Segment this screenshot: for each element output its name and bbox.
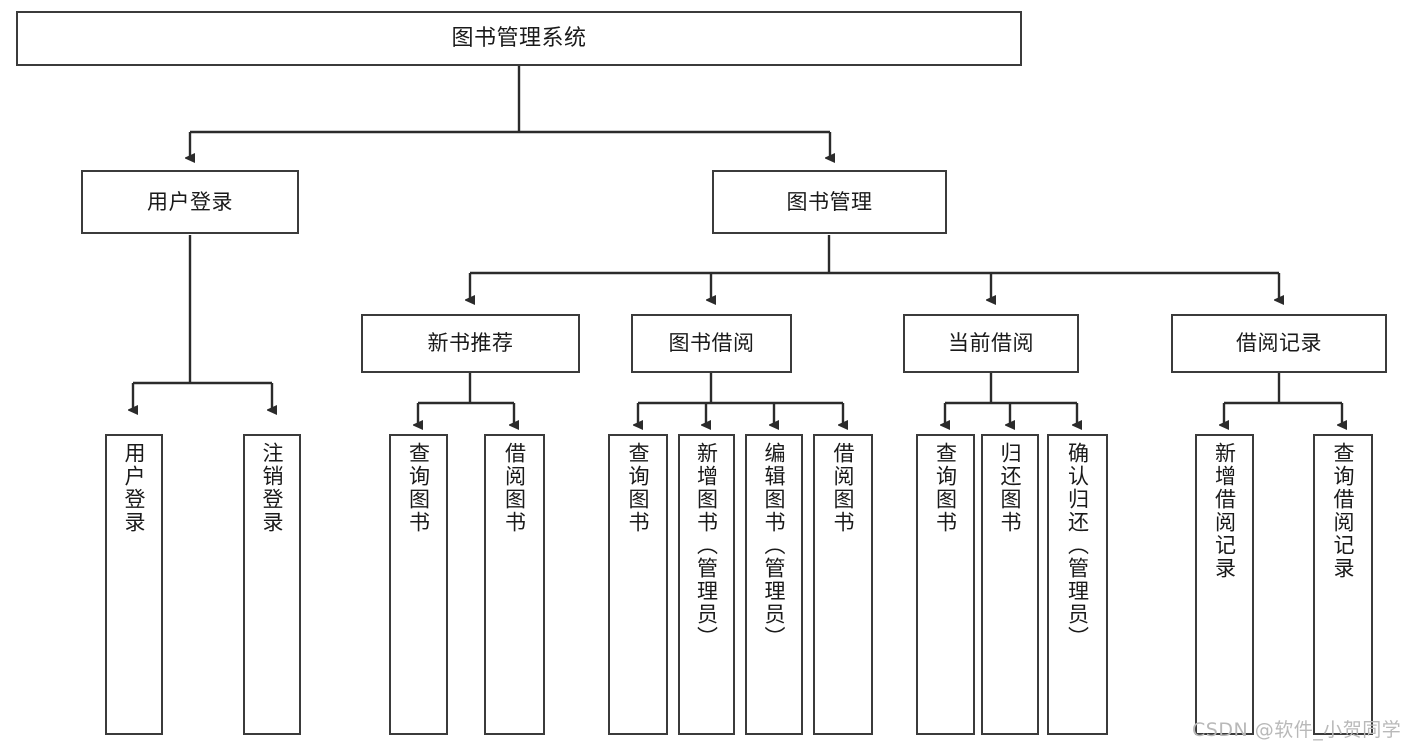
node-book-management-label: 图书管理 (786, 189, 873, 214)
node-book-management[interactable]: 图书管理 (712, 170, 947, 234)
leaf-book-borrow-borrow[interactable]: 借阅图书 (813, 434, 873, 735)
node-current-borrow-label: 当前借阅 (948, 331, 1034, 356)
leaf-current-borrow-return-label: 归还图书 (998, 442, 1023, 534)
leaf-book-borrow-edit-label: 编辑图书（管理员） (762, 442, 787, 649)
leaf-book-borrow-add[interactable]: 新增图书（管理员） (678, 434, 735, 735)
leaf-current-borrow-return[interactable]: 归还图书 (981, 434, 1039, 735)
node-user-login[interactable]: 用户登录 (81, 170, 299, 234)
leaf-borrow-record-query[interactable]: 查询借阅记录 (1313, 434, 1373, 735)
leaf-book-borrow-add-label: 新增图书（管理员） (694, 442, 719, 649)
node-user-login-label: 用户登录 (147, 189, 233, 214)
leaf-user-login-signin[interactable]: 用户登录 (105, 434, 163, 735)
leaf-current-borrow-query-label: 查询图书 (933, 442, 958, 534)
node-new-book-recommend[interactable]: 新书推荐 (361, 314, 580, 373)
leaf-user-login-signout[interactable]: 注销登录 (243, 434, 301, 735)
leaf-book-borrow-query[interactable]: 查询图书 (608, 434, 668, 735)
leaf-borrow-record-add[interactable]: 新增借阅记录 (1195, 434, 1254, 735)
node-borrow-record-label: 借阅记录 (1236, 331, 1322, 356)
leaf-borrow-record-add-label: 新增借阅记录 (1212, 442, 1237, 580)
node-new-book-recommend-label: 新书推荐 (427, 331, 514, 356)
leaf-current-borrow-confirm[interactable]: 确认归还（管理员） (1047, 434, 1108, 735)
leaf-book-borrow-query-label: 查询图书 (626, 442, 651, 534)
node-root-label: 图书管理系统 (451, 25, 587, 51)
leaf-borrow-record-query-label: 查询借阅记录 (1331, 442, 1356, 580)
leaf-user-login-signin-label: 用户登录 (122, 442, 147, 534)
leaf-book-borrow-edit[interactable]: 编辑图书（管理员） (745, 434, 803, 735)
leaf-current-borrow-query[interactable]: 查询图书 (916, 434, 975, 735)
leaf-new-book-borrow-label: 借阅图书 (502, 442, 527, 534)
leaf-user-login-signout-label: 注销登录 (260, 442, 285, 534)
leaf-book-borrow-borrow-label: 借阅图书 (831, 442, 856, 534)
node-current-borrow[interactable]: 当前借阅 (903, 314, 1079, 373)
leaf-new-book-borrow[interactable]: 借阅图书 (484, 434, 545, 735)
node-book-borrow[interactable]: 图书借阅 (631, 314, 792, 373)
node-borrow-record[interactable]: 借阅记录 (1171, 314, 1387, 373)
node-book-borrow-label: 图书借阅 (668, 331, 755, 356)
csdn-watermark: CSDN @软件_小贺同学 (1192, 719, 1402, 741)
leaf-current-borrow-confirm-label: 确认归还（管理员） (1065, 442, 1090, 649)
leaf-new-book-query-label: 查询图书 (406, 442, 431, 534)
leaf-new-book-query[interactable]: 查询图书 (389, 434, 448, 735)
node-root[interactable]: 图书管理系统 (16, 11, 1022, 66)
